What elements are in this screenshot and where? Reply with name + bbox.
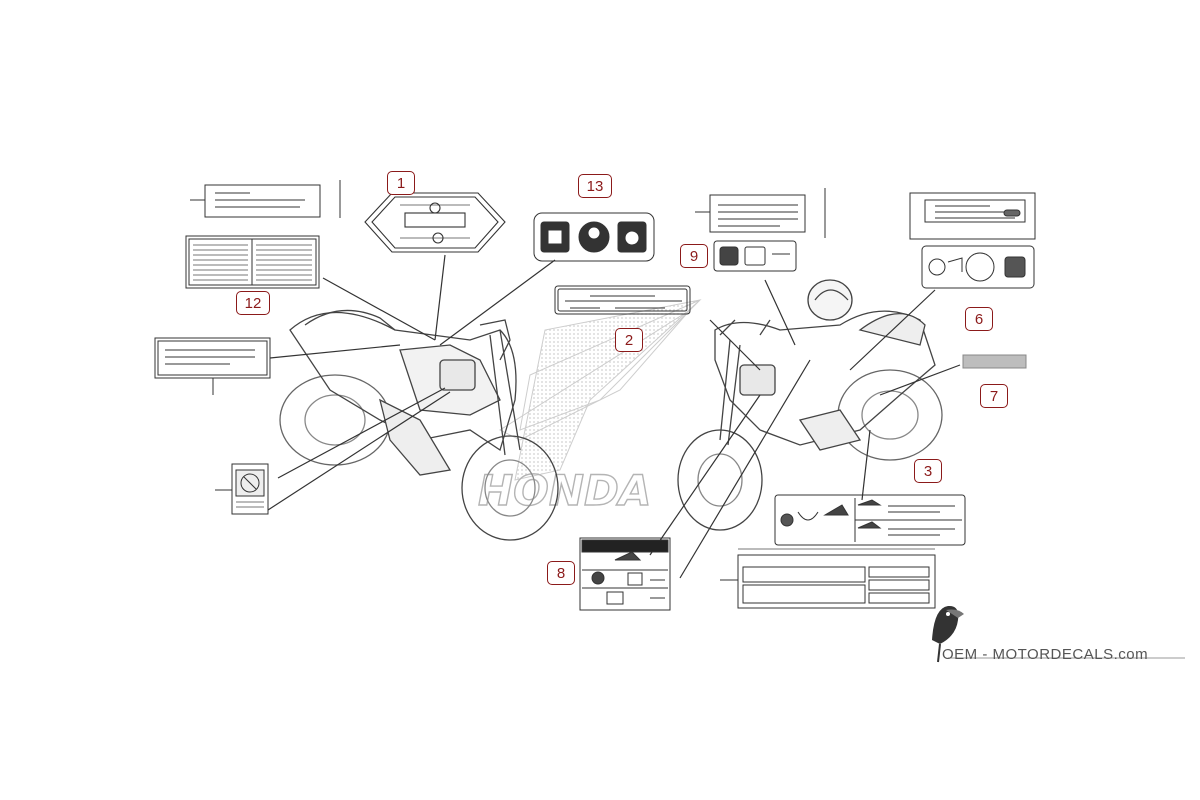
decal-3-label	[774, 494, 966, 546]
callout-13: 13	[578, 174, 612, 198]
callout-2: 2	[615, 328, 643, 352]
right-top-key-label	[909, 192, 1036, 240]
leader-lines	[267, 254, 961, 579]
decal-6-label	[921, 245, 1035, 289]
callout-1: 1	[387, 171, 415, 195]
callout-6: 6	[965, 307, 993, 331]
decal-12-label	[185, 235, 320, 289]
decal-9-icon-label	[713, 240, 797, 272]
callout-9: 9	[680, 244, 708, 268]
decal-7-label	[962, 354, 1027, 369]
motordecals-logo	[932, 605, 1185, 663]
fuel-cap-decal	[215, 463, 269, 515]
callout-12: 12	[236, 291, 270, 315]
decal-12-upper-label	[190, 180, 341, 218]
logo-text: OEM - MOTORDECALS.com	[942, 646, 1149, 663]
right-upper-label	[695, 188, 826, 238]
right-motorcycle	[677, 279, 943, 531]
decal-13-icon-panel	[533, 212, 655, 262]
callout-7: 7	[980, 384, 1008, 408]
left-side-label	[154, 337, 271, 395]
bottom-right-label	[720, 548, 936, 609]
brand-text: HONDA	[478, 466, 651, 515]
honda-wing-watermark: HONDA	[477, 299, 702, 516]
decal-1-emblem	[364, 192, 506, 253]
callout-8: 8	[547, 561, 575, 585]
bird-logo-icon	[932, 605, 964, 663]
decal-8-label	[579, 537, 671, 611]
decal-2-label	[554, 285, 691, 315]
left-motorcycle	[279, 309, 559, 541]
callout-3: 3	[914, 459, 942, 483]
